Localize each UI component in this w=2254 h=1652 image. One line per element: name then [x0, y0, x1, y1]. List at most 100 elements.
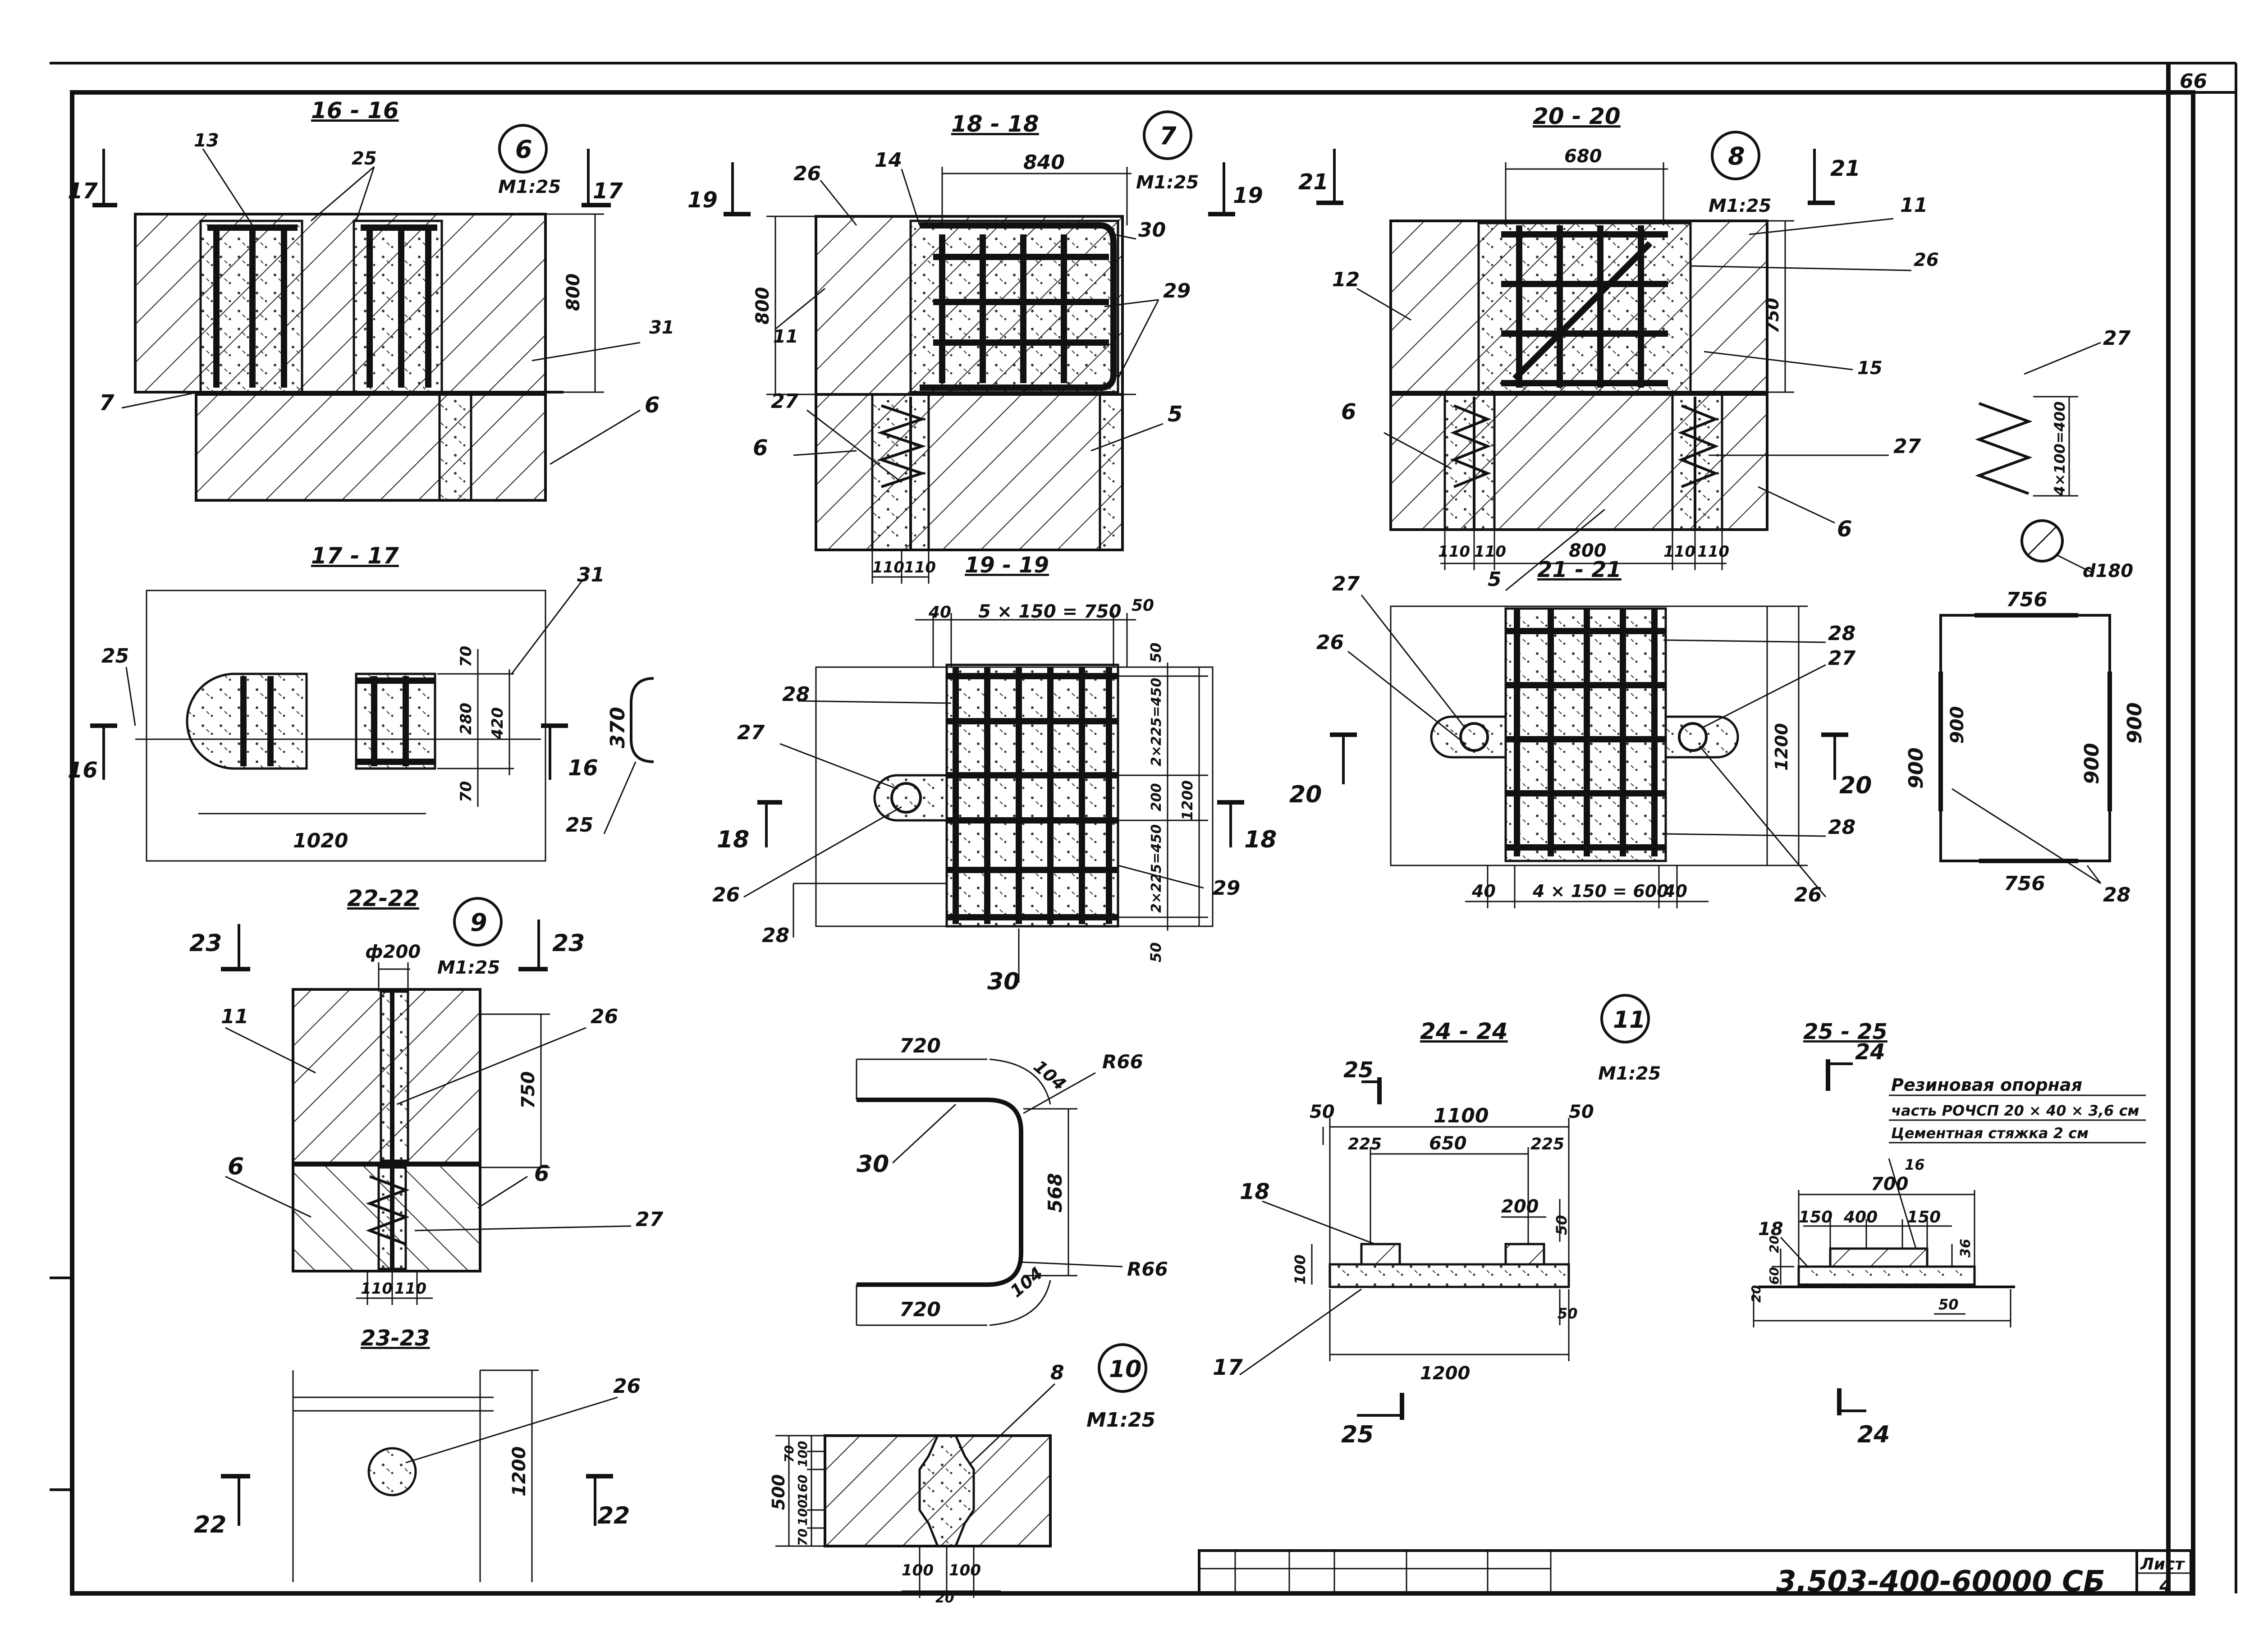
d10-dim-100b: 100	[795, 1500, 810, 1526]
leader-19-28a: 28	[782, 683, 810, 706]
dim-21-600: 4 × 150 = 600	[1532, 881, 1669, 901]
sheet-number: 4	[2159, 1576, 2172, 1597]
detail-9-number: 9	[470, 908, 487, 937]
d10-dim-20: 20	[935, 1590, 954, 1606]
section-25-25: 25 - 25	[1753, 1019, 2146, 1415]
dim-18-800: 800	[752, 287, 773, 325]
d10-dim-500: 500	[769, 1474, 788, 1510]
part-28-dim-b: 900	[1947, 706, 1968, 744]
dim-22-110a: 110	[361, 1280, 393, 1298]
part-28-label: 28	[2103, 883, 2130, 906]
part-30-dim-720a: 720	[899, 1034, 941, 1057]
dim-19-450b: 2×225=450	[1149, 824, 1164, 913]
d10-leader-8: 8	[1050, 1361, 1064, 1384]
sheet-label: Лист	[2140, 1555, 2185, 1574]
part-30-label: 30	[857, 1151, 889, 1178]
detail-8-number: 8	[1728, 142, 1745, 170]
detail-11-number: 11	[1613, 1007, 1645, 1034]
leader-18-11: 11	[773, 326, 798, 347]
leader-20-6a: 6	[1341, 399, 1356, 425]
dim-24-200: 200	[1501, 1196, 1539, 1217]
dim-24-50b: 50	[1569, 1102, 1594, 1122]
dim-22-750: 750	[518, 1071, 539, 1109]
leader-20-6b: 6	[1837, 517, 1852, 542]
part-28-dim-a: 900	[1905, 747, 1928, 789]
cut-22-left: 22	[194, 1511, 226, 1538]
cut-18-right: 18	[1244, 826, 1277, 853]
section-24-title: 24 - 24	[1420, 1018, 1508, 1044]
leader-23-26: 26	[613, 1375, 641, 1398]
dim-25-150a: 150	[1799, 1208, 1833, 1226]
dim-17-420: 420	[489, 707, 507, 740]
dim-20-800: 800	[1569, 540, 1607, 561]
dim-19-50c: 50	[1147, 942, 1164, 962]
section-25-title: 25 - 25	[1803, 1019, 1887, 1044]
section-23-title: 23-23	[361, 1326, 430, 1351]
dim-24-1200: 1200	[1420, 1363, 1470, 1384]
detail-7-scale: М1:25	[1136, 172, 1199, 193]
cut-17-right: 17	[593, 178, 623, 204]
part-30-dim-104a: 104	[1030, 1056, 1070, 1094]
section-20-20: 20 - 20 8 М1:25	[1316, 103, 1912, 591]
leader-21-28a: 28	[1828, 622, 1855, 645]
part-30-dim-104b: 104	[1007, 1263, 1047, 1301]
cut-18-left: 18	[717, 826, 749, 853]
dim-18-110b: 110	[904, 558, 936, 577]
leader-22-11: 11	[221, 1005, 248, 1028]
leader-18-14: 14	[875, 149, 902, 172]
cut-21-left: 21	[1298, 169, 1329, 195]
dim-19-40: 40	[928, 603, 951, 622]
part-28-top: 756	[2006, 588, 2048, 611]
section-22-title: 22-22	[347, 885, 419, 911]
leader-19-28b: 28	[762, 924, 789, 947]
dim-19-1200: 1200	[1179, 780, 1196, 820]
d10-dim-70b: 70	[795, 1528, 810, 1546]
note-line-1: Резиновая опорная	[1891, 1075, 2082, 1095]
dim-25-16: 16	[1905, 1156, 1925, 1173]
dim-19-50a: 50	[1132, 596, 1154, 615]
dim-19-200: 200	[1149, 783, 1164, 811]
leader-20-27: 27	[1893, 435, 1921, 458]
cut-23-left: 23	[189, 930, 222, 957]
cut-24-bottom: 24	[1857, 1421, 1890, 1448]
dim-17-280: 280	[457, 703, 475, 735]
dim-24-50c: 50	[1553, 1215, 1570, 1235]
detail-10-scale: М1:25	[1086, 1409, 1155, 1432]
cut-21-right: 21	[1830, 156, 1860, 181]
part-30-r66a: R66	[1102, 1051, 1143, 1073]
cut-25-bottom: 25	[1341, 1421, 1374, 1448]
leader-21-26b: 26	[1794, 883, 1822, 906]
leader-20-15: 15	[1857, 358, 1883, 379]
dim-24-50d: 50	[1558, 1305, 1578, 1322]
leader-16-13: 13	[194, 130, 219, 151]
dim-25-150b: 150	[1907, 1208, 1941, 1226]
leader-21-27a: 27	[1332, 572, 1360, 595]
leader-18-6: 6	[753, 435, 768, 461]
part-30-ubar	[856, 1058, 1123, 1326]
part-27-spring	[1975, 342, 2101, 573]
leader-17-25a: 25	[101, 645, 129, 668]
cut-22-right: 22	[597, 1502, 630, 1529]
dim-20-750: 750	[1763, 298, 1782, 334]
section-18-18: 18 - 18 7 М1:25	[724, 110, 1235, 584]
dim-23-1200: 1200	[509, 1446, 530, 1496]
dim-21-1200: 1200	[1772, 723, 1791, 771]
leader-18-30: 30	[1138, 219, 1166, 242]
dim-25-20b: 20	[1749, 1285, 1764, 1303]
dim-19-750: 5 × 150 = 750	[978, 601, 1122, 622]
dim-24-225b: 225	[1530, 1135, 1564, 1153]
part-28-bottom: 756	[2004, 872, 2045, 895]
cut-16-right: 16	[568, 755, 598, 781]
d10-dim-100c: 100	[902, 1561, 934, 1579]
detail-10-number: 10	[1109, 1356, 1141, 1383]
section-16-16: 16 - 16 6 М1:25	[92, 97, 641, 502]
leader-18-5: 5	[1168, 402, 1182, 427]
cut-20-left: 20	[1289, 781, 1322, 808]
dim-21-40a: 40	[1471, 881, 1496, 901]
dim-19-50b: 50	[1147, 642, 1164, 663]
dim-25-700: 700	[1871, 1174, 1909, 1194]
dim-18-110a: 110	[872, 558, 904, 577]
d10-dim-100d: 100	[949, 1561, 981, 1579]
drawing-code: 3.503-400-60000 СБ	[1776, 1565, 2105, 1598]
